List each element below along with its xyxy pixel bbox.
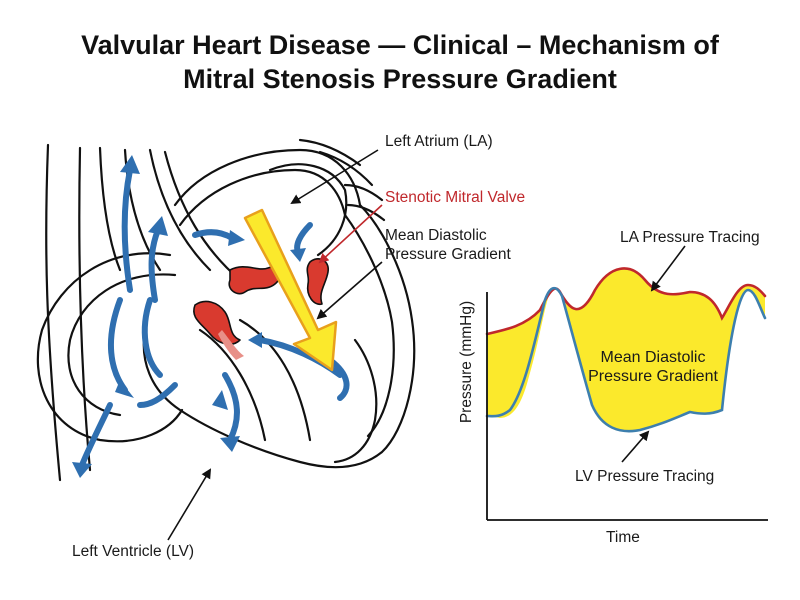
flow-arrowhead-1 — [120, 155, 140, 174]
flow-arrow-5 — [192, 229, 235, 241]
flow-arrow-8 — [222, 372, 240, 443]
left-atrium-outline — [268, 163, 348, 257]
flow-arrowhead-3 — [115, 380, 134, 398]
vessel-outline-1 — [45, 143, 62, 482]
flow-arrow-9 — [137, 382, 178, 408]
flow-arrow-7 — [257, 337, 343, 378]
gradient-callout-line — [316, 261, 383, 320]
flow-arrowhead-6 — [290, 248, 306, 262]
flow-arrowhead-10 — [72, 462, 92, 478]
septum-outline — [198, 328, 267, 442]
pulmonary-vein-2 — [318, 150, 374, 187]
x-axis-label: Time — [606, 529, 640, 546]
lv-pressure-curve — [485, 286, 767, 433]
vessel-outline-5 — [148, 148, 212, 272]
la-tracing-callout — [650, 245, 686, 292]
flow-arrow-4 — [141, 297, 163, 378]
label-left-atrium: Left Atrium (LA) — [385, 133, 493, 150]
valve-callout-line — [318, 204, 383, 264]
right-chamber-outline — [36, 252, 184, 443]
graph-gradient-line-1: Mean Diastolic — [601, 349, 706, 366]
pulmonary-vein-1 — [298, 138, 362, 167]
pulmonary-vein-3 — [343, 183, 384, 202]
vessel-outline-6 — [163, 150, 242, 282]
flow-arrow-11 — [327, 357, 350, 401]
flow-arrowhead-5 — [228, 230, 245, 246]
gradient-flow-arrow — [243, 208, 338, 372]
heart-diagram — [36, 138, 416, 482]
flow-arrow-1 — [121, 167, 133, 293]
label-stenotic-mitral-valve: Stenotic Mitral Valve — [385, 189, 525, 206]
flow-arrowhead-11 — [212, 390, 228, 410]
flow-arrowhead-8 — [220, 436, 240, 452]
graph-gradient-line-2: Pressure Gradient — [588, 368, 718, 385]
valve-leaflet-base — [193, 300, 241, 346]
label-gradient-line-1: Mean Diastolic — [385, 227, 487, 244]
label-left-ventricle: Left Ventricle (LV) — [72, 543, 194, 560]
gradient-fill-area — [487, 268, 765, 432]
mitral-valve — [193, 258, 329, 360]
heart-outline — [142, 148, 416, 469]
la-tracing-label: LA Pressure Tracing — [620, 229, 760, 246]
vessel-outline-3 — [98, 146, 122, 272]
flow-arrowheads — [72, 155, 306, 478]
flow-arrow-2 — [148, 227, 161, 303]
flow-arrow-10 — [79, 402, 113, 468]
page-title: Valvular Heart Disease — Clinical – Mech… — [0, 28, 800, 96]
flow-arrowhead-7 — [248, 332, 262, 348]
septum-outline-2 — [238, 318, 312, 442]
pressure-graph: LA Pressure Tracing Mean Diastolic Press… — [458, 229, 768, 546]
valve-leaflet-anterior — [228, 266, 281, 295]
flow-arrow-6 — [294, 222, 313, 255]
lv-tracing-label: LV Pressure Tracing — [575, 468, 714, 485]
vessel-outline-2 — [78, 146, 92, 472]
lv-callout-line — [167, 468, 212, 541]
pulmonary-vein-4 — [346, 203, 386, 222]
y-axis-label: Pressure (mmHg) — [458, 301, 475, 423]
lv-wall — [333, 338, 378, 464]
valve-leaflet-posterior — [306, 258, 329, 306]
lv-tracing-callout — [621, 430, 650, 463]
title-line-2: Mitral Stenosis Pressure Gradient — [183, 64, 617, 94]
flow-arrow-3 — [107, 297, 128, 393]
title-line-1: Valvular Heart Disease — Clinical – Mech… — [81, 30, 719, 60]
la-callout-line — [290, 149, 379, 205]
valve-shadow — [218, 330, 244, 360]
right-chamber-inner — [67, 273, 177, 417]
label-gradient-line-2: Pressure Gradient — [385, 246, 511, 263]
flow-arrowhead-2 — [148, 216, 168, 236]
